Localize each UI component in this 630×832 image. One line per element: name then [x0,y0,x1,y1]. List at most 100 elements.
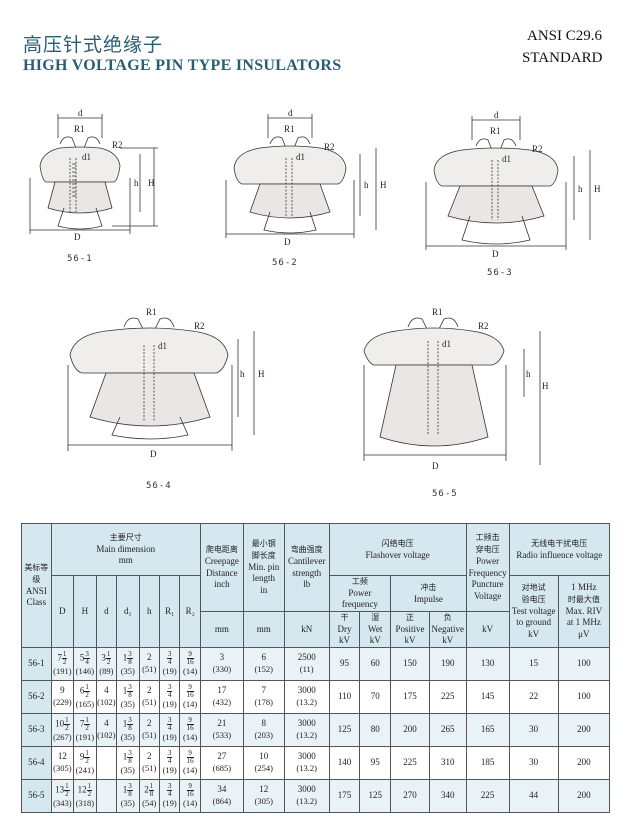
col-header-H: H [73,574,97,649]
dim-r1-label-4: R1 [146,307,157,317]
cell-pos: 150 [390,647,430,682]
dim-h-label: h [134,178,139,188]
dim-H-label-4: H [258,369,265,379]
dim-d-label-3: d [494,110,499,120]
dim-d1-label-2: d1 [296,152,305,162]
cell-h: 2(51) [138,647,160,682]
col-header-R2: R₂ [179,574,201,649]
cell-cant: 2500(11) [283,647,330,682]
cell-class: 56-2 [21,680,52,715]
dim-r1-label-5: R1 [432,307,443,317]
cell-pin: 7(178) [242,680,285,715]
cell-punct: 225 [465,779,510,813]
cell-dry: 175 [328,779,361,813]
insulator-drawing-56-1: d R1 R2 d1 h H D [29,108,158,242]
cell-cant: 3000(13.2) [283,713,330,748]
cell-creep: 27(685) [199,746,244,780]
standard-label-2: STANDARD [522,50,603,66]
cell-pos: 200 [390,713,430,748]
cell-punct: 130 [465,647,510,682]
dim-r1-label-2: R1 [284,124,295,134]
dim-D-label-4: D [150,449,157,459]
cell-punct: 165 [465,713,510,748]
figure-label-56-4: 56-4 [146,481,172,491]
unit-puncture: kV [465,611,510,649]
cell-max: 100 [557,647,611,682]
dim-h-label-5: h [526,369,531,379]
cell-wet: 70 [359,680,392,715]
title-english: HIGH VOLTAGE PIN TYPE INSULATORS [23,57,342,74]
dim-d-label: d [78,108,83,118]
dim-r2-label-3: R2 [532,144,543,154]
col-header-D: D [50,574,75,649]
cell-test: 22 [508,680,559,715]
cell-d [95,746,118,780]
figure-label-56-1: 56-1 [67,254,93,264]
cell-punct: 185 [465,746,510,780]
cell-creep: 17(432) [199,680,244,715]
cell-pos: 225 [390,746,430,780]
cell-class: 56-5 [21,779,52,813]
figure-label-56-5: 56-5 [432,489,458,499]
cell-neg: 190 [428,647,467,682]
cell-class: 56-1 [21,647,52,682]
figure-label-56-3: 56-3 [487,268,513,278]
insulator-drawing-56-2: d R1 R2 d1 h H D [225,108,387,247]
cell-neg: 310 [428,746,467,780]
dim-r2-label-4: R2 [194,321,205,331]
unit-cant: kN [283,611,330,649]
cell-creep: 21(533) [199,713,244,748]
cell-d: 4(102) [95,680,118,715]
cell-max: 200 [557,713,611,748]
cell-pin: 12(305) [242,779,285,813]
dim-H-label: H [148,178,155,188]
cell-D: 12(305) [50,746,75,780]
cell-cant: 3000(13.2) [283,680,330,715]
cell-dry: 110 [328,680,361,715]
dim-h-label-3: h [578,184,583,194]
dim-H-label-2: H [380,180,387,190]
dim-D-label-2: D [284,237,291,247]
cell-pos: 270 [390,779,430,813]
insulator-drawing-56-5: R1 R2 d1 h H D [363,307,549,471]
cell-D: 9(229) [50,680,75,715]
cell-class: 56-3 [21,713,52,748]
cell-creep: 3(330) [199,647,244,682]
col-header-d: d [95,574,118,649]
cell-h: 2(51) [138,680,160,715]
figure-label-56-2: 56-2 [272,258,298,268]
cell-wet: 95 [359,746,392,780]
insulator-drawing-56-4: R1 R2 d1 h H D [67,307,265,459]
cell-h: 2(51) [138,746,160,780]
dim-r2-label: R2 [112,140,123,150]
dim-H-label-5: H [542,381,549,391]
dim-h-label-4: h [240,369,245,379]
cell-punct: 145 [465,680,510,715]
cell-d [95,779,118,813]
dim-d1-label-5: d1 [442,339,451,349]
